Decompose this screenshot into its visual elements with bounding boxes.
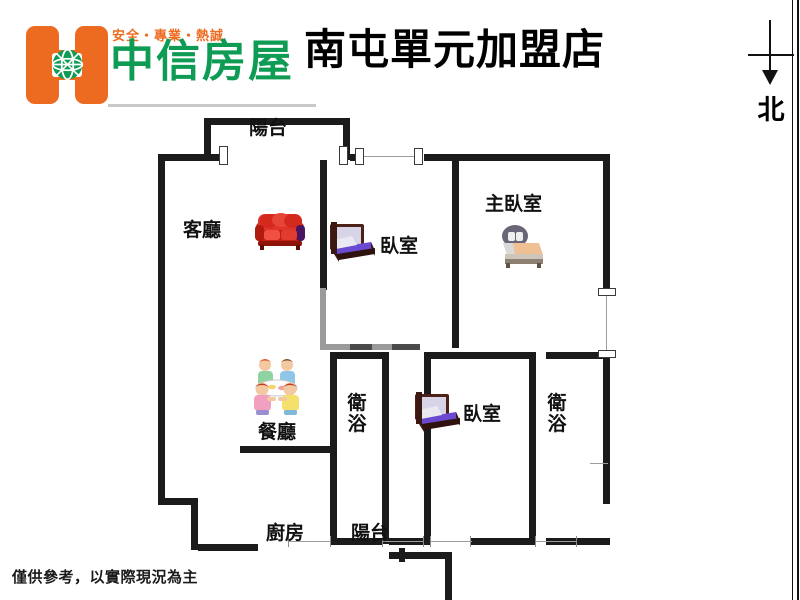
wall-bath1-right xyxy=(382,352,389,544)
wall-bath1-top xyxy=(330,352,382,359)
wall-bedroom1-bottom-b xyxy=(350,344,372,350)
compass-label: 北 xyxy=(757,95,785,126)
wall-bath1-bottom xyxy=(330,538,382,545)
room-label-bathroom-1: 衛浴 xyxy=(347,392,367,435)
bed-icon-master xyxy=(502,225,543,268)
wall-bedroom2-right xyxy=(529,352,536,544)
door-bath2-line xyxy=(535,541,577,542)
wall-bath2-bottom xyxy=(546,538,610,545)
window-right-link xyxy=(606,296,607,353)
wall-bath1-left xyxy=(330,352,337,544)
door-tick-1 xyxy=(288,536,289,547)
room-label-dining-room: 餐廳 xyxy=(258,421,297,443)
door-tick-6 xyxy=(470,536,471,547)
wall-outer-left-jog xyxy=(158,498,198,505)
wall-balcony-top xyxy=(204,118,350,125)
wall-balcony-top-left xyxy=(204,118,211,160)
door-bath1b-line xyxy=(382,541,424,542)
room-label-master-bedroom: 主臥室 xyxy=(485,193,543,215)
wall-top-living-left xyxy=(158,154,226,161)
page-frame-right-inner xyxy=(792,0,793,600)
north-compass: 北 xyxy=(744,18,798,126)
page-frame-right xyxy=(797,0,799,600)
wall-master-bottom-right xyxy=(546,352,610,359)
window-living-top xyxy=(219,146,228,165)
globe-icon xyxy=(51,48,84,81)
wall-bedroom1-bottom-d xyxy=(392,344,420,350)
header: 安全・專業・熱誠 中信房屋 南屯單元加盟店 xyxy=(0,0,800,112)
window-top-a xyxy=(355,148,364,165)
wall-balcony-bottom-top xyxy=(389,552,452,559)
room-label-living-room: 客廳 xyxy=(183,219,222,241)
wall-outer-left xyxy=(158,154,165,504)
door-stub-bedroom2 xyxy=(399,548,405,562)
bed-icon-bedroom2 xyxy=(415,392,460,432)
wall-outer-left-lower xyxy=(191,498,198,550)
door-bath1-line xyxy=(289,541,331,542)
door-bedroom2-line xyxy=(430,541,472,542)
disclaimer-note: 僅供參考，以實際現況為主 xyxy=(12,568,199,586)
page-title: 南屯單元加盟店 xyxy=(304,25,606,74)
brand-logo xyxy=(26,26,108,104)
door-tick-8 xyxy=(576,536,577,547)
wall-outer-right-upper xyxy=(603,154,610,290)
wall-bottom-left xyxy=(198,544,258,551)
window-top-b xyxy=(414,148,423,165)
room-label-bathroom-2: 衛浴 xyxy=(547,392,567,435)
window-right-b xyxy=(598,350,616,358)
family-dining-icon xyxy=(254,359,299,415)
wall-corridor-top xyxy=(424,352,536,359)
room-label-kitchen: 廚房 xyxy=(266,522,305,544)
wall-dining-bottom xyxy=(240,446,332,453)
window-right-a xyxy=(598,288,616,296)
bed-icon-bedroom1 xyxy=(330,222,375,262)
wall-living-bedroom1-light xyxy=(320,288,326,350)
door-tick-4 xyxy=(423,536,424,547)
logo-brand-name: 中信房屋 xyxy=(110,36,294,87)
wall-balcony-bottom-right xyxy=(445,552,452,600)
wall-bedroom1-master xyxy=(452,160,459,348)
room-label-balcony-top: 陽台 xyxy=(249,117,288,139)
door-tick-3 xyxy=(382,536,383,547)
floor-plan: 陽台 客廳 臥室 主臥室 餐廳 衛浴 臥室 衛浴 廚房 陽台 xyxy=(0,108,800,600)
room-label-bedroom-1: 臥室 xyxy=(380,235,419,257)
logo-tagline: 安全・專業・熱誠 xyxy=(112,29,225,44)
compass-shaft xyxy=(769,20,771,72)
door-tick-2 xyxy=(330,536,331,547)
door-tick-7 xyxy=(535,536,536,547)
door-tick-5 xyxy=(430,536,431,547)
wall-balcony-top-right xyxy=(343,118,350,160)
wall-bedroom1-bottom-a xyxy=(320,344,350,350)
wall-bedroom2-bottom-right xyxy=(470,538,536,545)
wall-top-seg-b xyxy=(424,154,610,161)
room-label-balcony-bottom: 陽台 xyxy=(351,522,390,544)
window-balcony-right xyxy=(339,146,348,165)
wall-bedroom2-left xyxy=(424,352,431,544)
window-top-link xyxy=(364,156,414,157)
header-underline xyxy=(108,104,316,107)
compass-crossbar xyxy=(748,54,794,56)
north-arrow-down-icon xyxy=(762,70,778,85)
opening-corridor-right xyxy=(590,463,608,464)
wall-bedroom1-bottom-c xyxy=(372,344,392,350)
wall-living-bedroom1 xyxy=(320,160,327,290)
room-label-bedroom-2: 臥室 xyxy=(463,403,502,425)
red-sofa-icon xyxy=(255,213,305,250)
wall-outer-right-lower xyxy=(603,357,610,504)
